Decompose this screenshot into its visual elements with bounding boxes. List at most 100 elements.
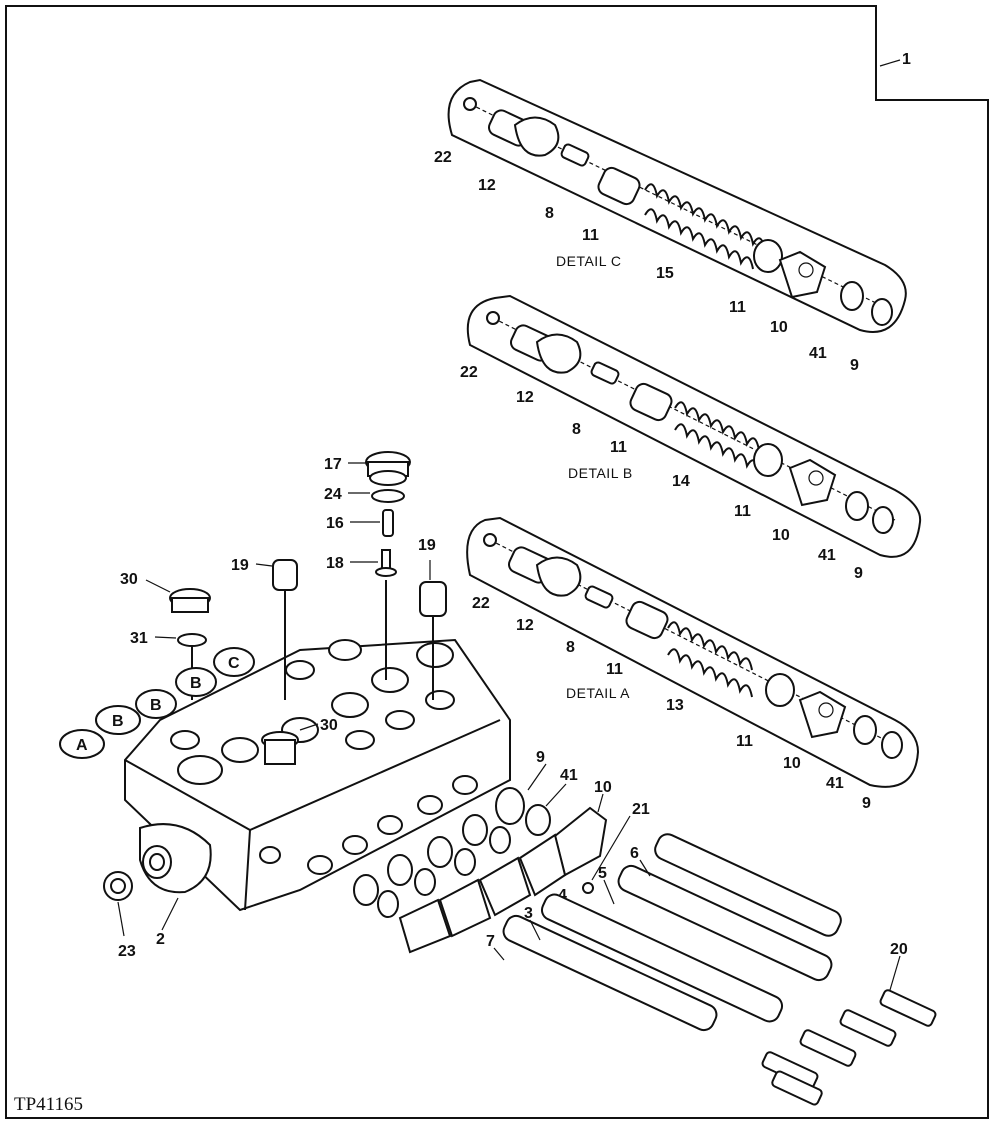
- detail-c-stem: [560, 143, 590, 167]
- plug-port: [103, 871, 133, 901]
- label-spool-top: 6: [630, 845, 639, 862]
- detail-a-plug: [483, 533, 497, 547]
- fitting-left: [272, 559, 298, 700]
- detail-b-seal: [872, 506, 894, 534]
- detail-b-cover: [510, 324, 582, 374]
- detail-c-seat-left: [597, 166, 641, 206]
- detail-b-caption: DETAIL B: [568, 465, 633, 481]
- detail-a-label-cover-right: 10: [783, 755, 801, 772]
- detail-b-label-stem: 8: [572, 421, 581, 438]
- detail-b-seat-right: [753, 443, 783, 477]
- detail-b-cover-right: [788, 458, 837, 507]
- detail-a-label-ring: 41: [826, 775, 844, 792]
- label-exploded-cover: 10: [594, 779, 612, 796]
- detail-c-group: 22 12 8 11 15 11 10 41 9 DETAIL C: [434, 78, 907, 374]
- detail-a-stem: [584, 585, 614, 609]
- label-spool-2: 5: [598, 865, 607, 882]
- label-plug-port: 23: [118, 943, 136, 960]
- detail-a-seal: [881, 731, 903, 759]
- detail-c-outline: [447, 78, 907, 333]
- detail-a-label-seal: 9: [862, 795, 871, 812]
- detail-c-label-cover-right: 10: [770, 319, 788, 336]
- detail-c-label-plug: 22: [434, 149, 452, 166]
- detail-c-label-spring: 15: [656, 265, 674, 282]
- detail-b-label-ring: 41: [818, 547, 836, 564]
- detail-a-label-stem: 8: [566, 639, 575, 656]
- figure-id: TP41165: [14, 1094, 83, 1115]
- detail-c-spring: [644, 183, 766, 270]
- label-oring-left: 31: [130, 630, 148, 647]
- detail-c-cover-right: [778, 250, 827, 299]
- port-letter-a: A: [76, 737, 88, 754]
- label-body: 2: [156, 931, 165, 948]
- label-exploded-screw-head: 4: [558, 887, 567, 904]
- valve-body: [124, 638, 511, 912]
- label-pin: 18: [326, 555, 344, 572]
- detail-a-outline: [466, 516, 920, 788]
- detail-c-label-seat-left: 11: [582, 227, 599, 244]
- detail-a-ring: [853, 715, 877, 745]
- detail-b-ring: [845, 491, 869, 521]
- port-bubbles: [59, 647, 255, 759]
- detail-b-label-plug: 22: [460, 364, 478, 381]
- detail-b-label-cover: 12: [516, 389, 534, 406]
- detail-c-label-seal: 9: [850, 357, 859, 374]
- label-plug-mid: 30: [320, 717, 338, 734]
- detail-b-stem: [590, 361, 620, 385]
- label-exploded-seal: 9: [536, 749, 545, 766]
- detail-a-seat-right: [765, 673, 795, 707]
- detail-b-outline: [466, 294, 922, 558]
- detail-a-label-spring: 13: [666, 697, 684, 714]
- detail-a-seat-left: [625, 600, 669, 640]
- detail-b-group: 22 12 8 11 14 11 10 41 9 DETAIL B: [460, 294, 922, 582]
- port-letter-c: C: [228, 655, 240, 672]
- detail-a-label-plug: 22: [472, 595, 490, 612]
- plug-mid: [261, 731, 299, 765]
- detail-c-seat-right: [753, 239, 783, 273]
- label-exploded-ring: 41: [560, 767, 578, 784]
- detail-a-label-cover: 12: [516, 617, 534, 634]
- detail-a-group: 22 12 8 11 13 11 10 41 9 DETAIL A: [466, 516, 920, 812]
- detail-b-plug: [486, 311, 500, 325]
- detail-c-label-ring: 41: [809, 345, 827, 362]
- spools: [502, 833, 937, 1106]
- detail-a-label-seat-right: 11: [736, 733, 753, 750]
- detail-c-ring: [840, 281, 864, 311]
- port-letter-b3: B: [190, 675, 202, 692]
- detail-c-plug: [463, 97, 477, 111]
- detail-a-cover: [508, 546, 582, 597]
- detail-c-label-seat-right: 11: [729, 299, 746, 316]
- detail-b-spring: [674, 401, 760, 473]
- detail-a-label-seat-left: 11: [606, 661, 623, 678]
- label-fitting-left: 19: [231, 557, 249, 574]
- diagram-frame: [5, 5, 989, 1119]
- stack-top: [365, 451, 411, 680]
- detail-b-seat-left: [629, 382, 673, 422]
- detail-b-label-spring: 14: [672, 473, 690, 490]
- label-exploded-screw: 21: [632, 801, 650, 818]
- detail-a-caption: DETAIL A: [566, 685, 630, 701]
- assembly-label: 1: [902, 51, 911, 68]
- detail-b-label-seat-left: 11: [610, 439, 627, 456]
- detail-c-cover: [488, 109, 560, 157]
- label-plug-top: 17: [324, 456, 342, 473]
- exploded-seals: [353, 787, 608, 954]
- label-end-fitting: 20: [890, 941, 908, 958]
- detail-a-spring: [667, 621, 753, 698]
- fitting-right: [419, 581, 447, 700]
- detail-b-label-seal: 9: [854, 565, 863, 582]
- port-letter-b2: B: [150, 697, 162, 714]
- detail-c-caption: DETAIL C: [556, 253, 621, 269]
- detail-b-label-cover-right: 10: [772, 527, 790, 544]
- label-fitting-right: 19: [418, 537, 436, 554]
- detail-c-seal: [871, 298, 893, 326]
- label-plug-left: 30: [120, 571, 138, 588]
- port-letter-b1: B: [112, 713, 124, 730]
- detail-c-label-stem: 8: [545, 205, 554, 222]
- label-spool-3: 3: [524, 905, 533, 922]
- detail-b-label-seat-right: 11: [734, 503, 751, 520]
- detail-c-label-cover: 12: [478, 177, 496, 194]
- detail-a-cover-right: [798, 690, 847, 739]
